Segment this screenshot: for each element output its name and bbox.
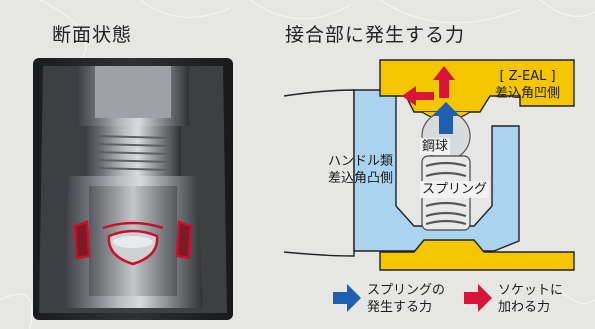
section-title-joint-force: 接合部に発生する力 [285,24,466,46]
joint-diagram [284,59,575,271]
legend-socket-force-text: ソケットに 加わる力 [498,282,563,316]
blue-arrow-icon [333,284,361,312]
handle-label-line2: 差込角凸側 [328,171,394,186]
legend-spring-force-line2: 発生する力 [367,300,433,315]
legend-socket-force-line1: ソケットに [498,283,564,298]
legend-spring-force: スプリングの 発生する力 [331,280,445,320]
section-title-cross-section: 断面状態 [52,24,133,46]
legend-socket-force-line2: 加わる力 [498,300,551,315]
legend-spring-force-text: スプリングの 発生する力 [367,282,445,316]
handle-label: ハンドル類 差込角凸側 [328,153,393,187]
spring-label: スプリング [420,181,490,198]
handle-label-line1: ハンドル類 [328,154,394,169]
steel-ball-label: 鋼球 [420,138,451,155]
zeal-label: [ Z-EAL ] 差込角凹側 [495,68,560,102]
cross-section-photo [33,58,233,320]
legend-socket-force: ソケットに 加わる力 [462,280,563,320]
zeal-label-line1: [ Z-EAL ] [499,69,556,84]
zeal-label-line2: 差込角凹側 [495,86,561,101]
red-arrow-icon [464,284,492,312]
legend-spring-force-line1: スプリングの [367,283,446,298]
